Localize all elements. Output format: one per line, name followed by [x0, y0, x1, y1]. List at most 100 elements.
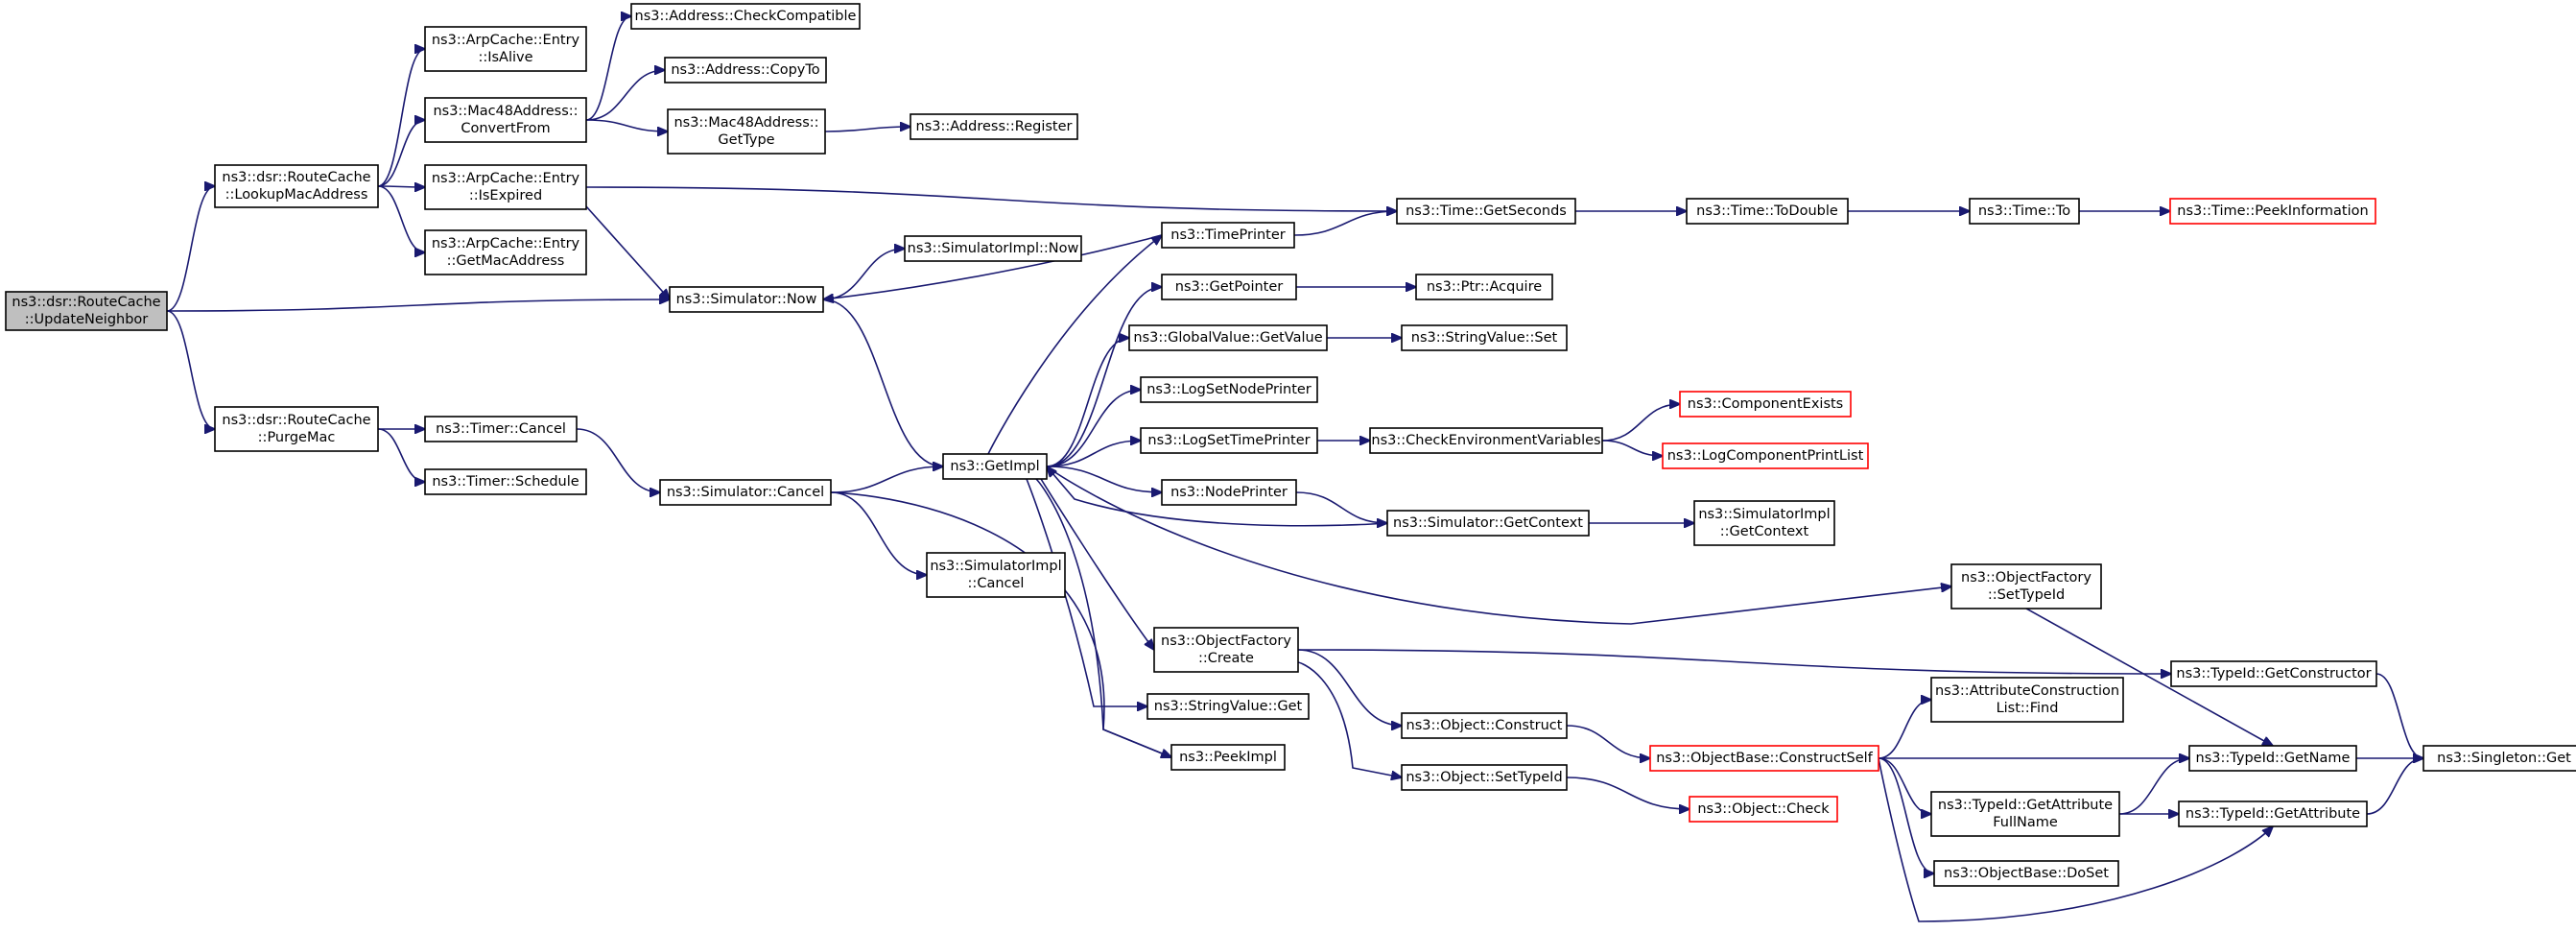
graph-node[interactable]: ns3::Time::GetSeconds — [1396, 198, 1576, 225]
graph-node[interactable]: ns3::ArpCache::Entry::IsAlive — [424, 26, 587, 72]
graph-node[interactable]: ns3::SimulatorImpl::Now — [904, 235, 1082, 262]
node-box[interactable] — [1933, 860, 2119, 887]
node-box[interactable] — [2422, 745, 2576, 772]
node-box[interactable] — [942, 453, 1048, 480]
graph-node[interactable]: ns3::TypeId::GetConstructor — [2170, 660, 2377, 687]
graph-node[interactable]: ns3::TimePrinter — [1161, 222, 1295, 249]
graph-node[interactable]: ns3::Singleton::Get — [2422, 745, 2576, 772]
node-box[interactable] — [2178, 801, 2368, 827]
graph-node[interactable]: ns3::PeekImpl — [1170, 744, 1286, 771]
node-box[interactable] — [1679, 391, 1852, 418]
node-box[interactable] — [1140, 376, 1318, 403]
graph-node[interactable]: ns3::ObjectBase::ConstructSelf — [1649, 745, 1879, 772]
graph-node[interactable]: ns3::Time::To — [1969, 198, 2080, 225]
node-box[interactable] — [664, 57, 827, 84]
node-box[interactable] — [214, 164, 379, 208]
graph-node[interactable]: ns3::GlobalValue::GetValue — [1128, 324, 1328, 351]
graph-node[interactable]: ns3::LogSetNodePrinter — [1140, 376, 1318, 403]
node-box[interactable] — [1140, 427, 1318, 454]
node-box[interactable] — [1969, 198, 2080, 225]
graph-node[interactable]: ns3::Address::CopyTo — [664, 57, 827, 84]
node-box[interactable] — [1170, 744, 1286, 771]
graph-node[interactable]: ns3::Object::Construct — [1401, 712, 1568, 739]
graph-node[interactable]: ns3::SimulatorImpl::GetContext — [1693, 500, 1835, 546]
node-box[interactable] — [1128, 324, 1328, 351]
graph-node[interactable]: ns3::dsr::RouteCache::PurgeMac — [214, 406, 379, 452]
graph-node[interactable]: ns3::ArpCache::Entry::IsExpired — [424, 164, 587, 210]
node-box[interactable] — [659, 479, 832, 506]
node-box[interactable] — [1693, 500, 1835, 546]
node-box[interactable] — [2170, 660, 2377, 687]
graph-node[interactable]: ns3::Mac48Address::GetType — [667, 108, 826, 155]
node-box[interactable] — [1689, 796, 1838, 823]
graph-node[interactable]: ns3::TypeId::GetName — [2188, 745, 2357, 772]
node-box[interactable] — [667, 108, 826, 155]
node-box[interactable] — [1415, 274, 1553, 300]
node-box[interactable] — [1401, 324, 1568, 351]
graph-node[interactable]: ns3::GetImpl — [942, 453, 1048, 480]
graph-node[interactable]: ns3::Time::PeekInformation — [2169, 198, 2376, 225]
graph-node[interactable]: ns3::Simulator::GetContext — [1386, 510, 1590, 537]
graph-node[interactable]: ns3::StringValue::Get — [1146, 693, 1310, 720]
node-box[interactable] — [1161, 274, 1297, 300]
node-box[interactable] — [214, 406, 379, 452]
node-box[interactable] — [1161, 222, 1295, 249]
node-box[interactable] — [669, 286, 824, 313]
graph-node[interactable]: ns3::Simulator::Now — [669, 286, 824, 313]
graph-node[interactable]: ns3::Object::Check — [1689, 796, 1838, 823]
node-box[interactable] — [1401, 764, 1568, 791]
graph-node[interactable]: ns3::Object::SetTypeId — [1401, 764, 1568, 791]
graph-node[interactable]: ns3::ArpCache::Entry::GetMacAddress — [424, 229, 587, 275]
node-box[interactable] — [1161, 479, 1297, 506]
node-box[interactable] — [424, 164, 587, 210]
node-box[interactable] — [1930, 677, 2124, 723]
node-box[interactable] — [2188, 745, 2357, 772]
node-box[interactable] — [1386, 510, 1590, 537]
graph-node[interactable]: ns3::Ptr::Acquire — [1415, 274, 1553, 300]
graph-node[interactable]: ns3::Simulator::Cancel — [659, 479, 832, 506]
graph-node[interactable]: ns3::LogSetTimePrinter — [1140, 427, 1318, 454]
graph-node[interactable]: ns3::dsr::RouteCache::UpdateNeighbor — [5, 291, 168, 331]
graph-node[interactable]: ns3::Address::CheckCompatible — [630, 3, 861, 30]
node-box[interactable] — [424, 97, 587, 143]
node-box[interactable] — [910, 113, 1078, 140]
graph-node[interactable]: ns3::StringValue::Set — [1401, 324, 1568, 351]
node-box[interactable] — [1146, 693, 1310, 720]
graph-node[interactable]: ns3::Timer::Cancel — [424, 416, 578, 442]
graph-node[interactable]: ns3::ObjectFactory::Create — [1153, 627, 1299, 673]
node-box[interactable] — [424, 229, 587, 275]
node-box[interactable] — [1153, 627, 1299, 673]
node-box[interactable] — [1950, 563, 2102, 609]
node-box[interactable] — [1686, 198, 1849, 225]
graph-node[interactable]: ns3::ComponentExists — [1679, 391, 1852, 418]
graph-node[interactable]: ns3::SimulatorImpl::Cancel — [926, 552, 1066, 598]
graph-node[interactable]: ns3::ObjectFactory::SetTypeId — [1950, 563, 2102, 609]
graph-node[interactable]: ns3::CheckEnvironmentVariables — [1369, 427, 1603, 454]
node-box[interactable] — [926, 552, 1066, 598]
node-box[interactable] — [1369, 427, 1603, 454]
node-box[interactable] — [1662, 442, 1869, 469]
node-box[interactable] — [1401, 712, 1568, 739]
node-box[interactable] — [424, 468, 587, 495]
node-box[interactable] — [630, 3, 861, 30]
graph-node[interactable]: ns3::NodePrinter — [1161, 479, 1297, 506]
node-box[interactable] — [424, 416, 578, 442]
node-box[interactable] — [5, 291, 168, 331]
graph-node[interactable]: ns3::Timer::Schedule — [424, 468, 587, 495]
node-box[interactable] — [904, 235, 1082, 262]
graph-node[interactable]: ns3::GetPointer — [1161, 274, 1297, 300]
graph-node[interactable]: ns3::TypeId::GetAttribute — [2178, 801, 2368, 827]
graph-node[interactable]: ns3::Time::ToDouble — [1686, 198, 1849, 225]
node-box[interactable] — [1396, 198, 1576, 225]
graph-node[interactable]: ns3::Address::Register — [910, 113, 1078, 140]
node-box[interactable] — [2169, 198, 2376, 225]
node-box[interactable] — [1930, 791, 2120, 837]
graph-node[interactable]: ns3::LogComponentPrintList — [1662, 442, 1869, 469]
graph-node[interactable]: ns3::Mac48Address::ConvertFrom — [424, 97, 587, 143]
graph-node[interactable]: ns3::dsr::RouteCache::LookupMacAddress — [214, 164, 379, 208]
graph-node[interactable]: ns3::ObjectBase::DoSet — [1933, 860, 2119, 887]
node-box[interactable] — [1649, 745, 1879, 772]
node-box[interactable] — [424, 26, 587, 72]
